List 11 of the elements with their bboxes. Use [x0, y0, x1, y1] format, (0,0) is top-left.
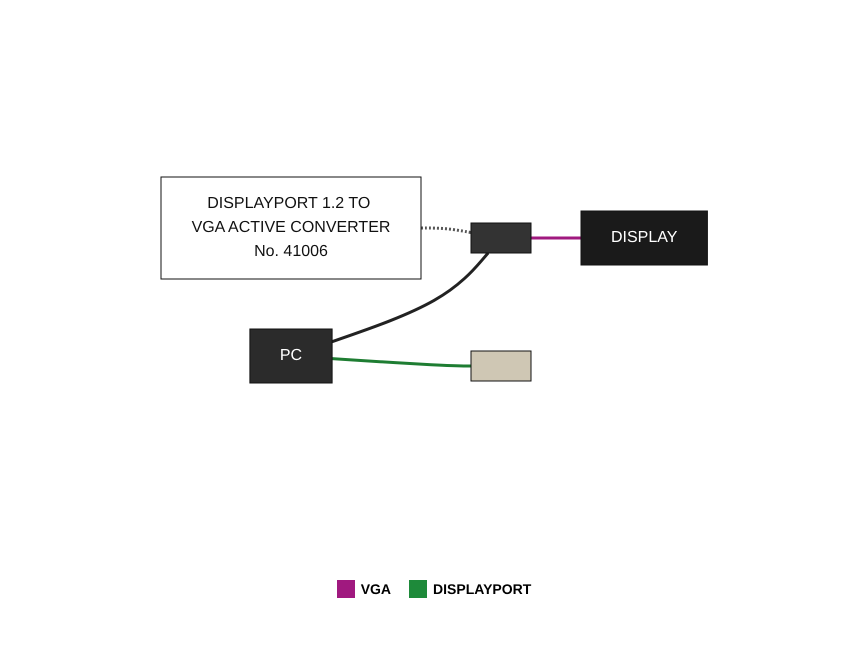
node-box: DISPLAY — [580, 210, 708, 266]
legend-label: DISPLAYPORT — [433, 581, 532, 597]
node-box — [470, 222, 532, 254]
legend-label: VGA — [360, 581, 392, 597]
node-box — [470, 350, 532, 382]
connector — [331, 252, 490, 344]
node-box: PC — [249, 328, 332, 384]
node-box: DISPLAYPORT 1.2 TO VGA ACTIVE CONVERTER No. 41006 — [160, 176, 422, 280]
connector — [420, 226, 472, 234]
connector — [530, 236, 581, 240]
connector — [332, 357, 471, 368]
